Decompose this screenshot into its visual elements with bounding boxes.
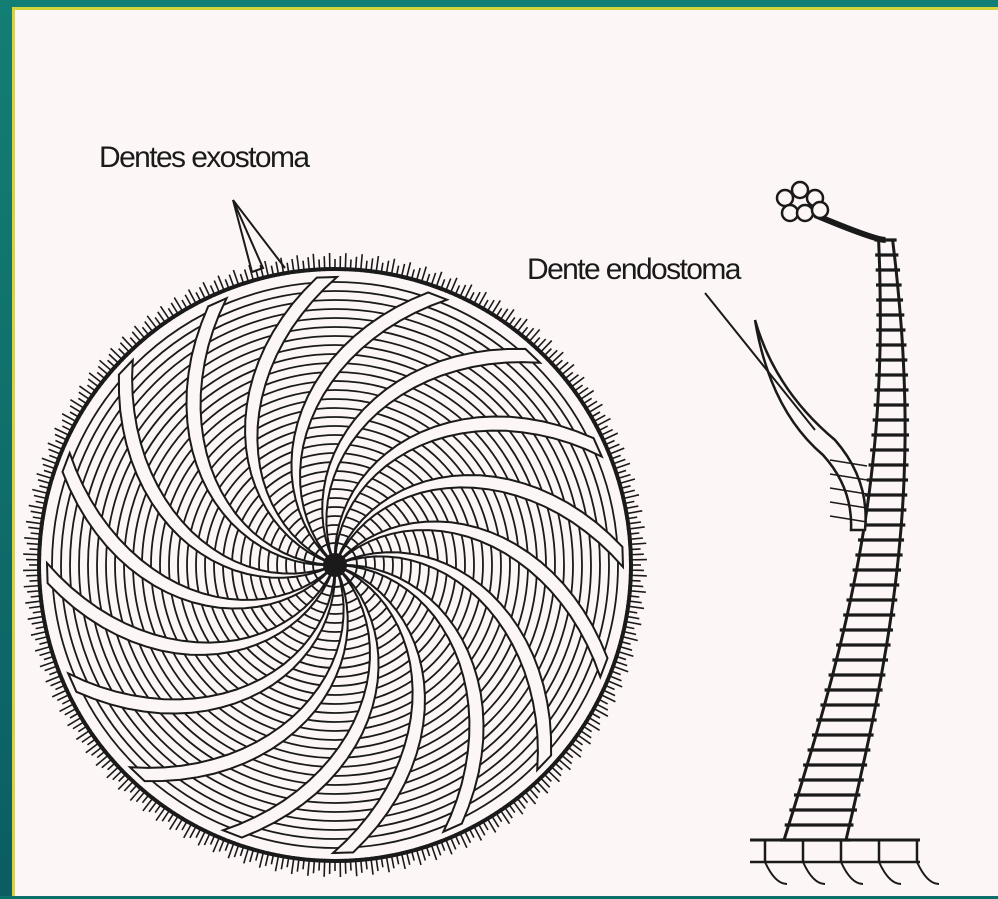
exostome-leader [233,200,263,272]
exostome-top-view [23,253,647,877]
base-cell-curve [879,862,901,884]
peristome-side-view [750,182,939,884]
exostome-teeth-label: Dentes exostoma [99,143,308,173]
cluster-cell [812,202,828,218]
cluster-cell [782,205,798,221]
base-cell-curve [803,862,825,884]
base-cell-curve [765,862,787,884]
base-cell-curve [841,862,863,884]
endostome-leader [705,293,815,430]
cluster-cell [777,190,793,206]
cluster-cell [797,205,813,221]
base-cell-curve [917,862,939,884]
column-rungs [780,240,909,840]
illustration-panel: Dentes exostoma Dente endostoma [12,7,998,896]
tooth-stalk [815,215,886,240]
base-tissue [750,840,939,884]
spore-cluster [777,182,828,221]
endostome-tooth-label: Dente endostoma [527,255,740,285]
peristome-center [323,553,347,577]
cluster-cell [792,182,808,198]
